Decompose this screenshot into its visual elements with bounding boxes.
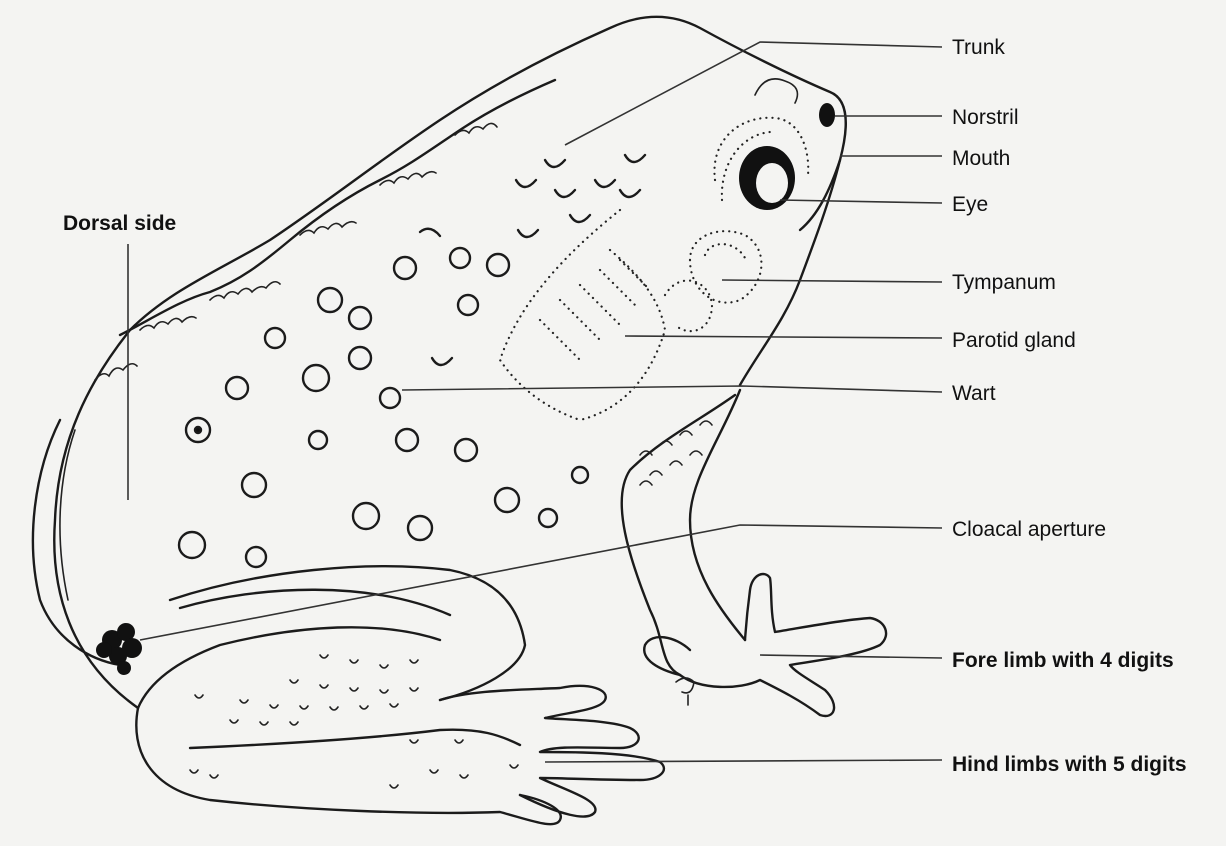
label-fore-limb: Fore limb with 4 digits [952, 650, 1174, 671]
tympanum-drawing [665, 231, 761, 331]
fore-limb-drawing [622, 390, 886, 716]
label-hind-limbs: Hind limbs with 5 digits [952, 754, 1187, 775]
leader-tympanum [722, 280, 942, 282]
leader-hind-limbs [545, 760, 942, 762]
leader-wart [402, 386, 942, 392]
leader-lines [128, 42, 942, 762]
hind-limb-drawing [136, 566, 664, 824]
label-wart: Wart [952, 383, 996, 404]
eye-drawing [714, 118, 808, 210]
leader-eye [780, 200, 942, 203]
label-mouth: Mouth [952, 148, 1010, 169]
body-outline [33, 17, 846, 708]
label-eye: Eye [952, 194, 988, 215]
nostril-drawing [819, 103, 835, 127]
leader-parotid [625, 336, 942, 338]
label-tympanum: Tympanum [952, 272, 1056, 293]
label-cloacal-aperture: Cloacal aperture [952, 519, 1106, 540]
label-parotid-gland: Parotid gland [952, 330, 1076, 351]
cloacal-aperture-drawing [96, 623, 142, 675]
label-dorsal-side: Dorsal side [63, 213, 176, 234]
label-nostril: Norstril [952, 107, 1019, 128]
warts [179, 155, 645, 567]
label-trunk: Trunk [952, 37, 1005, 58]
leader-cloacal [140, 525, 942, 640]
